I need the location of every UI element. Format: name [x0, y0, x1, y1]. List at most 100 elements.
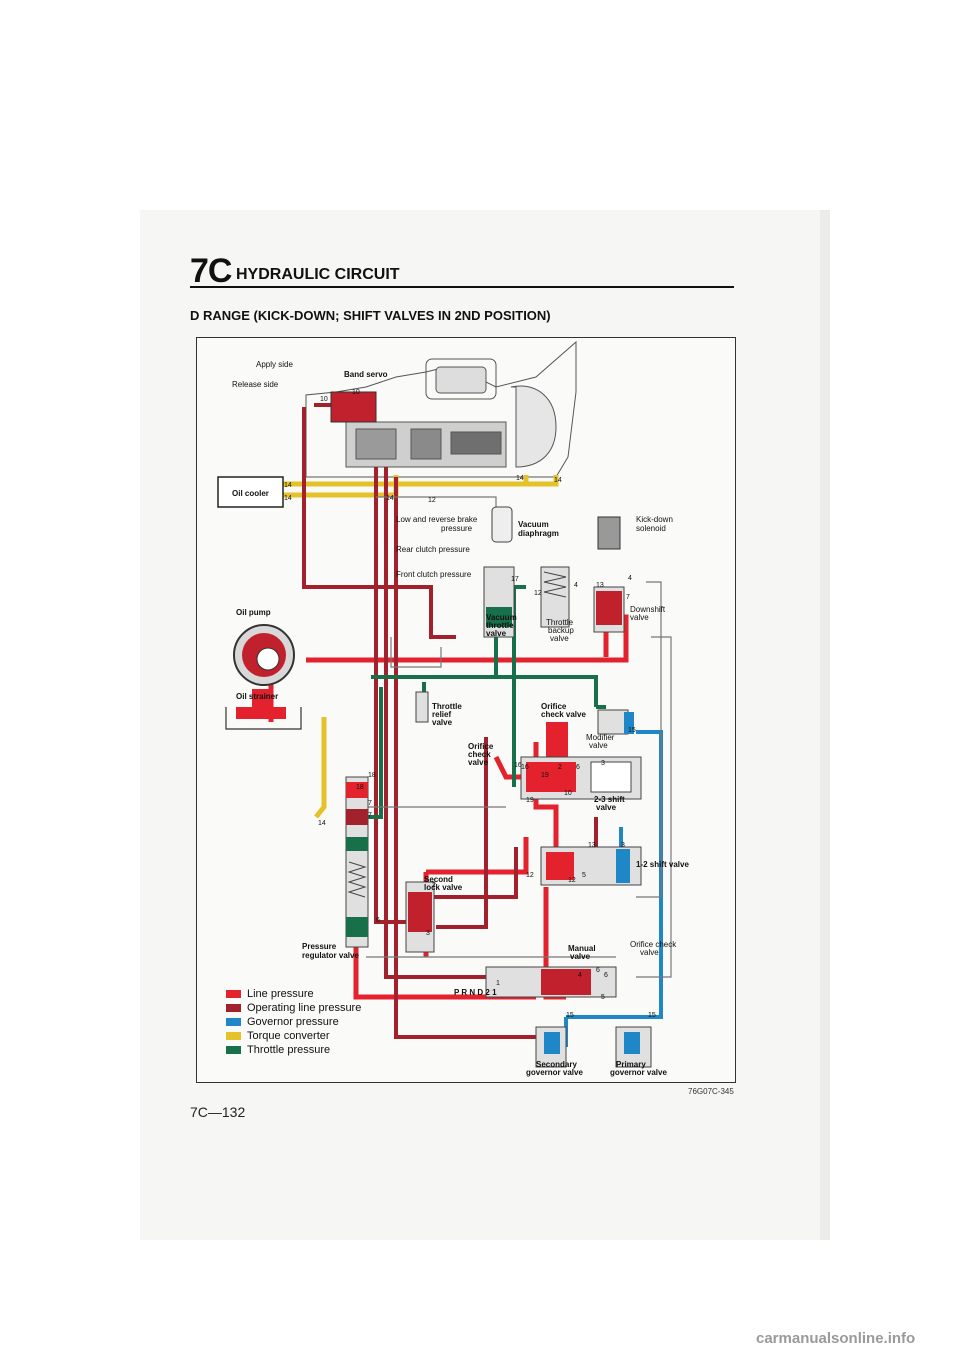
- port-number: 10: [352, 389, 360, 396]
- port-number: 6: [604, 972, 608, 979]
- shift-valve-2-3: [520, 756, 642, 800]
- orifice-check-2-label-3: valve: [468, 758, 489, 767]
- port-number: 6: [576, 764, 580, 771]
- legend-label: Line pressure: [247, 987, 314, 1000]
- shift-23-label: 2-3 shift: [594, 795, 625, 804]
- orifice-check-label: Orifice: [541, 702, 567, 711]
- shift-12-label: 1-2 shift valve: [636, 860, 689, 869]
- pressure-regulator-label-2: regulator valve: [302, 951, 359, 960]
- legend-label: Torque converter: [247, 1029, 330, 1042]
- downshift-label-2: valve: [630, 613, 649, 622]
- orifice-check-3-label: Orifice check: [630, 940, 677, 949]
- section-number: 7C: [190, 252, 232, 290]
- oil-pump: [233, 624, 295, 686]
- port-number: 5: [582, 872, 586, 879]
- manual-valve: [485, 966, 617, 998]
- port-number: 10: [320, 396, 328, 403]
- legend-item: Line pressure: [226, 987, 361, 1000]
- throttle-backup-label-3: valve: [550, 634, 569, 643]
- pressure-regulator-label: Pressure: [302, 942, 337, 951]
- hydraulic-circuit-diagram: Apply side Release side Band servo Oil c…: [217, 340, 689, 1077]
- port-number: 17: [511, 576, 519, 583]
- release-side-label: Release side: [232, 380, 279, 389]
- secondary-governor-label: Secondary: [536, 1060, 577, 1069]
- section-title: HYDRAULIC CIRCUIT: [236, 266, 400, 283]
- figure-code: 76G07C-345: [688, 1087, 734, 1096]
- vacuum-diaphragm-label-2: diaphragm: [518, 529, 559, 538]
- second-lock-label: Second: [424, 875, 453, 884]
- downshift-label: Downshift: [630, 605, 666, 614]
- orifice-check-2-label-2: check: [468, 750, 491, 759]
- oil-cooler: [217, 476, 284, 508]
- manual-valve-label-2: valve: [570, 952, 591, 961]
- diagram-title: D RANGE (KICK-DOWN; SHIFT VALVES IN 2ND …: [190, 308, 551, 323]
- port-number: 19: [526, 797, 534, 804]
- legend-swatch: [226, 1031, 241, 1040]
- kickdown-solenoid: [593, 516, 625, 633]
- watermark: carmanualsonline.info: [756, 1330, 916, 1347]
- port-number: 4: [578, 972, 582, 979]
- modifier-label: Modifier: [586, 733, 615, 742]
- prnd-label: P R N D 2 1: [454, 988, 497, 997]
- band-servo-label: Band servo: [344, 370, 388, 379]
- rear-clutch-label: Rear clutch pressure: [396, 545, 470, 554]
- second-lock-label-2: lock valve: [424, 883, 463, 892]
- port-number: 12: [534, 590, 542, 597]
- port-number: 12: [568, 877, 576, 884]
- port-number: 2: [558, 764, 562, 771]
- vacuum-throttle-label: Vacuum: [486, 613, 517, 622]
- port-number: 14: [284, 482, 292, 489]
- port-number: 19: [541, 772, 549, 779]
- low-reverse-label: Low and reverse brake: [396, 515, 478, 524]
- page-edge: [820, 210, 830, 1240]
- primary-governor-label: Primary: [616, 1060, 646, 1069]
- apply-side-label: Apply side: [256, 360, 293, 369]
- secondary-governor-label-2: governor valve: [526, 1068, 583, 1077]
- port-number: 12: [428, 497, 436, 504]
- oil-cooler-label: Oil cooler: [232, 489, 269, 498]
- port-number: 16: [521, 764, 529, 771]
- port-number: 3: [426, 930, 430, 937]
- primary-governor-label-2: governor valve: [610, 1068, 667, 1077]
- kickdown-solenoid-label: Kick-down: [636, 515, 673, 524]
- secondary-governor-valve: [535, 1026, 567, 1068]
- orifice-check-3-label-2: valve: [640, 948, 659, 957]
- port-number: 6: [596, 967, 600, 974]
- throttle-backup-valve: [540, 566, 570, 628]
- throttle-relief-label-2: relief: [432, 710, 451, 719]
- port-number: 16: [514, 762, 522, 769]
- port-number: 13: [588, 842, 596, 849]
- vacuum-throttle-label-2: throttle: [486, 621, 514, 630]
- primary-governor-valve: [615, 1026, 652, 1068]
- page-number: 7C—132: [190, 1104, 246, 1120]
- front-clutch-label: Front clutch pressure: [396, 570, 472, 579]
- throttle-backup-label-2: backup: [548, 626, 574, 635]
- port-number: 18: [356, 784, 364, 791]
- throttle-relief-label: Throttle: [432, 702, 462, 711]
- vacuum-throttle-label-3: valve: [486, 629, 507, 638]
- operating-line-lines: [302, 403, 598, 1039]
- port-number: 4: [574, 582, 578, 589]
- legend-item: Operating line pressure: [226, 1001, 361, 1014]
- legend-item: Governor pressure: [226, 1015, 361, 1028]
- shift-valve-1-2: [540, 846, 642, 886]
- port-number: 14: [554, 477, 562, 484]
- port-number: 13: [596, 582, 604, 589]
- legend-swatch: [226, 1045, 241, 1054]
- component-labels: Apply side Release side Band servo Oil c…: [232, 360, 689, 1077]
- legend-swatch: [226, 989, 241, 998]
- legend-swatch: [226, 1017, 241, 1026]
- port-number: 7: [626, 594, 630, 601]
- port-number: 3: [601, 760, 605, 767]
- legend-label: Governor pressure: [247, 1015, 339, 1028]
- legend-item: Throttle pressure: [226, 1043, 361, 1056]
- port-number: 14: [284, 495, 292, 502]
- second-lock-valve: [405, 881, 435, 953]
- oil-strainer: [225, 689, 302, 730]
- port-number: 14: [318, 820, 326, 827]
- orifice-check-valve: [546, 709, 634, 762]
- band-servo: [330, 391, 377, 423]
- legend-item: Torque converter: [226, 1029, 361, 1042]
